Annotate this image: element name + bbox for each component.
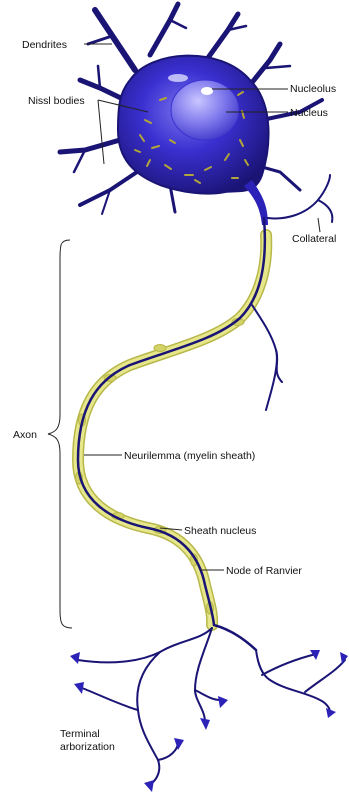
neurilemma-label: Neurilemma (myelin sheath) bbox=[124, 450, 255, 462]
terminal-arborization-label-line1: Terminal bbox=[60, 728, 100, 740]
nissl-bodies-label: Nissl bodies bbox=[28, 95, 85, 107]
cell-highlight bbox=[168, 74, 188, 82]
node-of-ranvier-label: Node of Ranvier bbox=[226, 565, 302, 577]
terminal-arborization bbox=[78, 628, 345, 785]
nucleolus-label: Nucleolus bbox=[290, 83, 336, 95]
sheath-nucleus-label: Sheath nucleus bbox=[184, 525, 256, 537]
axon-label: Axon bbox=[13, 429, 37, 441]
axon-fiber bbox=[78, 218, 265, 650]
axon-bracket bbox=[48, 240, 72, 628]
collateral-label: Collateral bbox=[292, 233, 336, 245]
terminal-boutons bbox=[70, 650, 348, 792]
nucleus-label: Nucleus bbox=[290, 107, 328, 119]
terminal-arborization-label-line2: arborization bbox=[60, 741, 115, 753]
nucleolus bbox=[201, 87, 213, 95]
dendrites-label: Dendrites bbox=[22, 39, 67, 51]
